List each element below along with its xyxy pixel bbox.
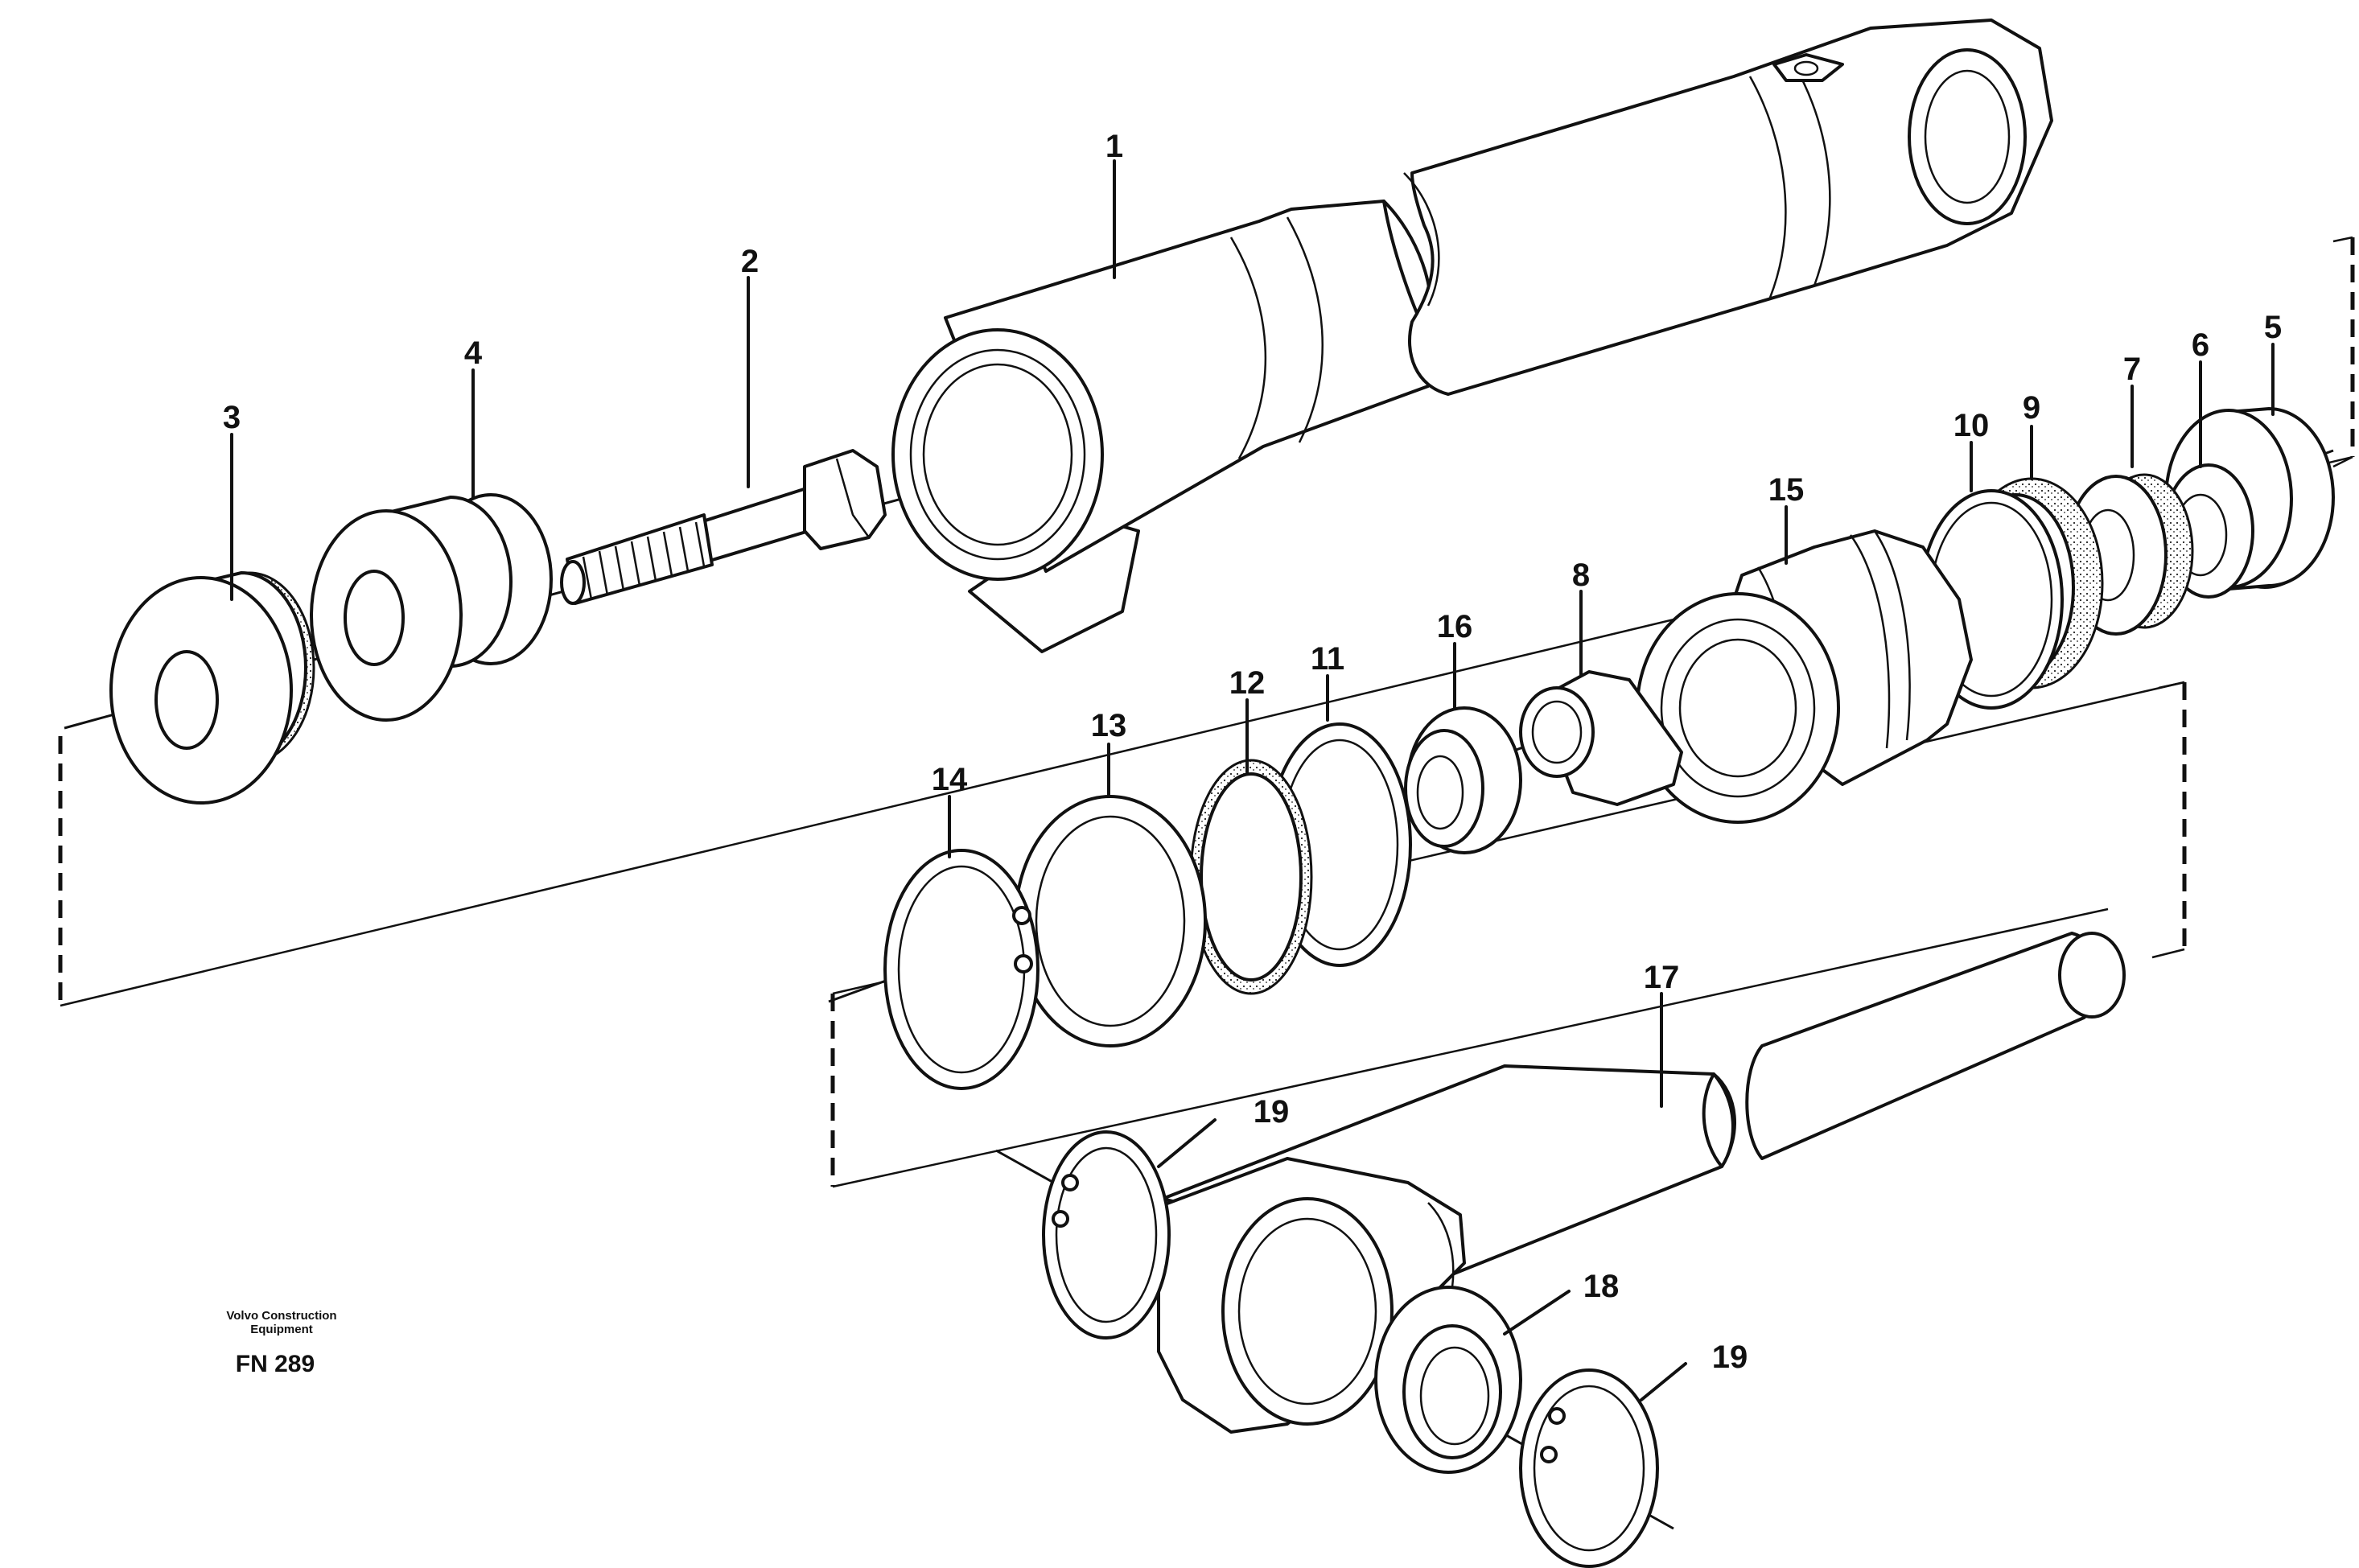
label-part-14: 14	[932, 762, 968, 797]
label-part-6: 6	[2192, 327, 2209, 363]
leader-lines	[230, 159, 2275, 1401]
label-part-5: 5	[2264, 310, 2282, 345]
part-17-piston-rod	[1157, 932, 2126, 1434]
part-19-circlip-upper	[1042, 1130, 1171, 1340]
part-8-sleeve	[1519, 670, 1683, 806]
part-15-piston	[1636, 529, 1973, 824]
label-part-18: 18	[1583, 1269, 1620, 1304]
part-3-end-cap	[109, 571, 315, 805]
label-part-1: 1	[1105, 129, 1123, 164]
label-part-19-lower: 19	[1712, 1340, 1748, 1375]
label-part-9: 9	[2023, 390, 2040, 426]
label-part-11: 11	[1311, 641, 1344, 677]
part-4-guide-bushing	[310, 493, 553, 722]
brand-block: Volvo Construction Equipment FN 289	[226, 1309, 336, 1377]
label-part-2: 2	[741, 244, 759, 279]
brand-line-1: Volvo Construction	[226, 1309, 336, 1323]
label-part-19-upper: 19	[1254, 1094, 1290, 1130]
part-13-ring	[1014, 795, 1207, 1047]
label-part-17: 17	[1644, 960, 1680, 995]
drawing-code: FN 289	[236, 1351, 315, 1377]
part-14-retaining-ring	[883, 849, 1040, 1090]
part-12-seal-ring	[1189, 759, 1313, 995]
label-part-16: 16	[1437, 609, 1473, 644]
label-part-13: 13	[1091, 708, 1127, 743]
label-part-10: 10	[1953, 408, 1990, 443]
label-part-12: 12	[1229, 665, 1266, 701]
part-2-threaded-rod	[560, 449, 887, 605]
part-number-labels: 1 2 3 4 5 6 7 9 10 15 8 16 11 12 13 14 1…	[223, 129, 2282, 1375]
label-part-7: 7	[2123, 352, 2141, 387]
part-19-circlip-lower	[1519, 1368, 1659, 1568]
label-part-8: 8	[1572, 558, 1590, 593]
part-18-bearing	[1374, 1286, 1522, 1474]
brand-line-2: Equipment	[250, 1323, 313, 1336]
part-16-bushing-ring	[1404, 706, 1522, 854]
label-part-15: 15	[1768, 472, 1805, 508]
label-part-3: 3	[223, 400, 241, 435]
part-1-cylinder-barrel	[891, 19, 2053, 653]
label-part-4: 4	[464, 335, 483, 371]
